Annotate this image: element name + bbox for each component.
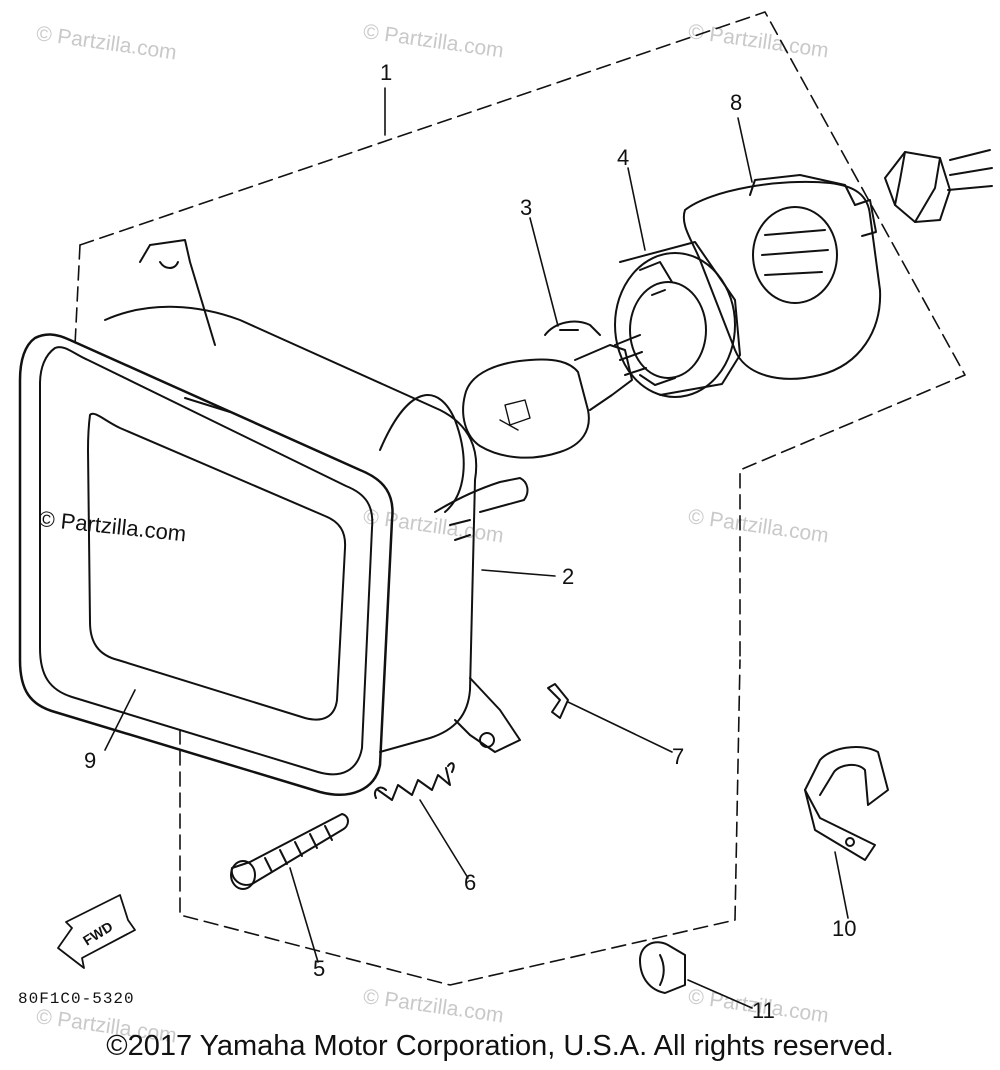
assembly-boundary [74, 11, 966, 986]
callout-3: 3 [520, 195, 533, 220]
callout-11: 11 [752, 998, 775, 1023]
socket-cover [682, 174, 882, 380]
fwd-arrow [57, 894, 136, 969]
spring [374, 762, 455, 801]
callout-4: 4 [617, 145, 630, 170]
callout-7: 7 [672, 744, 685, 769]
callout-6: 6 [464, 870, 477, 895]
callout-10: 10 [832, 916, 857, 941]
bulb [462, 320, 647, 459]
clip [547, 683, 569, 719]
callout-8: 8 [730, 90, 743, 115]
small-clip [639, 941, 686, 994]
bulb-retaining-ring [614, 241, 741, 398]
headlight-rim [18, 333, 394, 796]
callout-9: 9 [84, 748, 97, 773]
diagram-code: 80F1C0-5320 [18, 990, 135, 1008]
wire-connector [884, 149, 993, 223]
bracket [804, 745, 889, 861]
headlight-unit-body [104, 239, 529, 753]
callout-2: 2 [562, 564, 575, 589]
callout-5: 5 [313, 956, 326, 981]
callout-1: 1 [380, 60, 393, 85]
copyright-notice: ©2017 Yamaha Motor Corporation, U.S.A. A… [106, 1030, 894, 1062]
leader-lines [104, 87, 849, 1009]
adjusting-screw [230, 813, 349, 890]
